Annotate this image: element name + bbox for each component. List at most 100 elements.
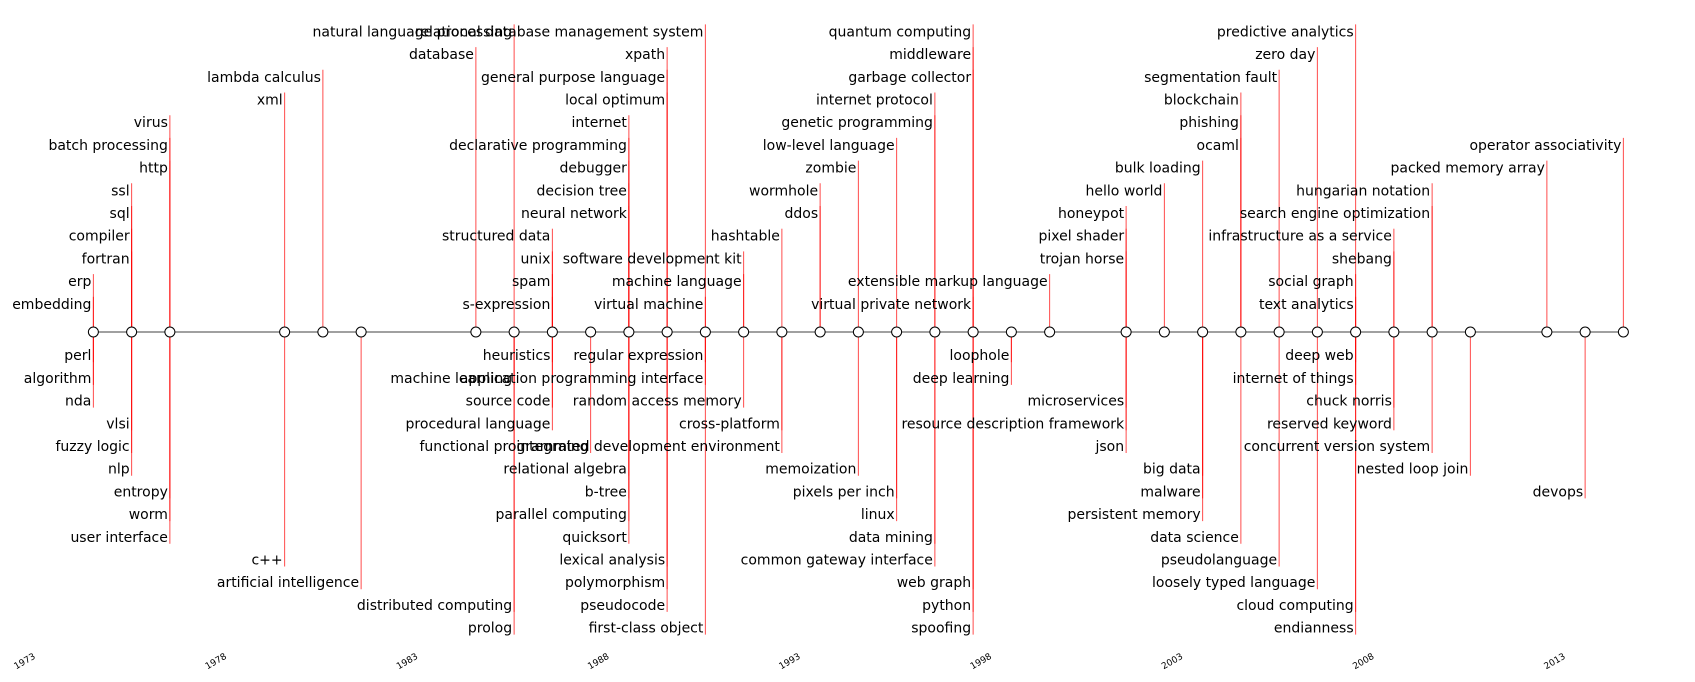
event-marker [852, 326, 864, 338]
event-label-trojan-horse: trojan horse [1040, 251, 1124, 267]
markers-layer [87, 326, 1629, 338]
event-label-text-analytics: text analytics [1259, 297, 1354, 313]
event-label-virtual-machine: virtual machine [594, 297, 703, 313]
event-label-polymorphism: polymorphism [565, 575, 665, 591]
event-label-decision-tree: decision tree [537, 183, 627, 199]
event-label-internet-protocol: internet protocol [816, 93, 933, 109]
event-label-memoization: memoization [765, 462, 856, 478]
event-label-devops: devops [1533, 484, 1584, 500]
event-marker [814, 326, 826, 338]
event-label-random-access-memory: random access memory [573, 394, 742, 410]
event-label-virtual-private-network: virtual private network [811, 297, 972, 313]
event-label-sql: sql [110, 206, 130, 222]
event-label-quantum-computing: quantum computing [829, 24, 971, 40]
event-label-user-interface: user interface [70, 530, 167, 546]
event-label-unix: unix [520, 251, 550, 267]
event-label-virus: virus [134, 115, 168, 131]
event-marker [1579, 326, 1591, 338]
event-label-pixel-shader: pixel shader [1039, 229, 1125, 245]
event-marker [699, 326, 711, 338]
event-label-operator-associativity: operator associativity [1469, 138, 1621, 154]
event-label-nda: nda [65, 394, 91, 410]
event-label-segmentation-fault: segmentation fault [1144, 70, 1278, 86]
event-label-debugger: debugger [559, 161, 627, 177]
event-label-data-science: data science [1150, 530, 1239, 546]
x-tick-label: 2013 [1543, 652, 1568, 672]
event-marker [355, 326, 367, 338]
event-marker [929, 326, 941, 338]
event-label-perl: perl [64, 348, 91, 364]
event-marker [1617, 326, 1629, 338]
event-label-predictive-analytics: predictive analytics [1217, 24, 1354, 40]
event-label-web-graph: web graph [897, 575, 971, 591]
event-label-infrastructure-as-a-service: infrastructure as a service [1208, 229, 1392, 245]
event-label-distributed-computing: distributed computing [357, 598, 512, 614]
event-label-low-level-language: low-level language [763, 138, 895, 154]
event-label-phishing: phishing [1179, 115, 1238, 131]
event-label-ocaml: ocaml [1197, 138, 1239, 154]
event-label-json: json [1095, 439, 1125, 455]
event-label-algorithm: algorithm [24, 371, 92, 387]
stems-layer [92, 24, 1624, 635]
event-marker [1235, 326, 1247, 338]
event-label-s-expression: s-expression [463, 297, 551, 313]
event-label-cloud-computing: cloud computing [1236, 598, 1353, 614]
event-label-pseudocode: pseudocode [580, 598, 665, 614]
event-label-genetic-programming: genetic programming [781, 115, 933, 131]
event-label-wormhole: wormhole [749, 183, 818, 199]
event-label-pixels-per-inch: pixels per inch [793, 484, 895, 500]
event-marker [967, 326, 979, 338]
event-label-entropy: entropy [114, 484, 168, 500]
x-tick-label: 1978 [204, 652, 229, 672]
event-label-resource-description-framework: resource description framework [901, 416, 1125, 432]
event-label-microservices: microservices [1027, 394, 1124, 410]
event-label-ddos: ddos [784, 206, 818, 222]
x-tick-label: 1988 [586, 652, 611, 672]
event-label-compiler: compiler [69, 229, 130, 245]
event-label-spam: spam [512, 274, 550, 290]
event-marker [585, 326, 597, 338]
event-label-xpath: xpath [625, 47, 665, 63]
event-marker [1350, 326, 1362, 338]
event-label-hello-world: hello world [1086, 183, 1163, 199]
event-label-internet-of-things: internet of things [1233, 371, 1354, 387]
event-label-functional-programming: functional programming [419, 439, 588, 455]
event-marker [1120, 326, 1132, 338]
event-label-local-optimum: local optimum [565, 93, 665, 109]
event-label-quicksort: quicksort [562, 530, 627, 546]
event-label-linux: linux [861, 507, 895, 523]
event-label-xml: xml [257, 93, 283, 109]
event-label-loosely-typed-language: loosely typed language [1152, 575, 1315, 591]
event-label-garbage-collector: garbage collector [848, 70, 971, 86]
event-label-database: database [409, 47, 474, 63]
event-label-hungarian-notation: hungarian notation [1296, 183, 1430, 199]
event-marker [1388, 326, 1400, 338]
event-label-extensible-markup-language: extensible markup language [848, 274, 1048, 290]
event-label-source-code: source code [466, 394, 551, 410]
event-label-application-programming-interface: application programming interface [460, 371, 704, 387]
event-marker [1541, 326, 1553, 338]
event-label-zero-day: zero day [1255, 47, 1315, 63]
event-marker [508, 326, 520, 338]
event-label-nlp: nlp [108, 462, 130, 478]
event-label-software-development-kit: software development kit [563, 251, 742, 267]
event-label-c: c++ [251, 553, 282, 569]
event-label-big-data: big data [1143, 462, 1201, 478]
x-tick-label: 2008 [1351, 652, 1376, 672]
event-marker [1426, 326, 1438, 338]
event-label-relational-database-management-system: relational database management system [415, 24, 703, 40]
event-label-ssl: ssl [111, 183, 129, 199]
event-label-machine-language: machine language [612, 274, 742, 290]
event-label-fuzzy-logic: fuzzy logic [55, 439, 129, 455]
event-label-general-purpose-language: general purpose language [481, 70, 665, 86]
event-label-hashtable: hashtable [711, 229, 780, 245]
event-marker [279, 326, 291, 338]
event-marker [738, 326, 750, 338]
event-marker [661, 326, 673, 338]
event-marker [891, 326, 903, 338]
event-label-spoofing: spoofing [911, 621, 971, 637]
event-label-machine-learning: machine learning [390, 371, 512, 387]
event-label-zombie: zombie [805, 161, 856, 177]
